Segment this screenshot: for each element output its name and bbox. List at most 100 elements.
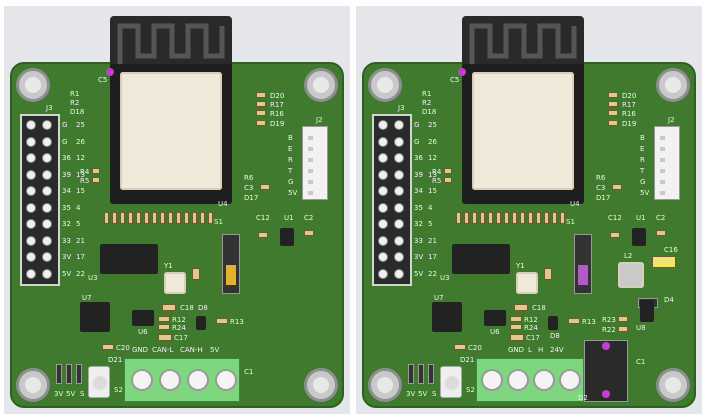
label-c18: C18 xyxy=(180,304,194,312)
header-pin-label-left: 39 xyxy=(414,170,423,179)
button-s2[interactable] xyxy=(88,366,110,398)
label-s1: S1 xyxy=(214,218,223,226)
label-c12: C12 xyxy=(608,214,622,222)
label-r22: R22 xyxy=(602,326,616,334)
resistor-array-element xyxy=(520,212,525,224)
header-pin-label-right: 21 xyxy=(76,236,85,245)
connector-j2 xyxy=(302,126,328,200)
capacitor-c18 xyxy=(514,304,528,311)
button-s2[interactable] xyxy=(440,366,462,398)
header-pin xyxy=(26,136,36,147)
header-pin-label-left: G xyxy=(414,121,420,129)
label-r13: R13 xyxy=(230,318,244,326)
capacitor-c18 xyxy=(162,304,176,311)
screw-4[interactable] xyxy=(559,369,581,391)
j2-pin-label: G xyxy=(288,178,294,186)
resistor-array-element xyxy=(528,212,533,224)
header-pin xyxy=(378,169,388,180)
label-r17: R17 xyxy=(270,101,284,109)
transistor-q xyxy=(548,316,558,330)
label-c18: C18 xyxy=(532,304,546,312)
j2-pin xyxy=(660,136,665,140)
d2-pad-marker-bottom xyxy=(602,390,610,398)
label-u1: U1 xyxy=(284,214,294,222)
resistor-r17 xyxy=(608,101,618,107)
header-pin-label-right: 26 xyxy=(428,137,437,146)
header-pin xyxy=(378,120,388,130)
label-c20: C20 xyxy=(468,344,482,352)
screw-3[interactable] xyxy=(187,369,209,391)
ic-u7 xyxy=(80,302,110,332)
resistor-array-element xyxy=(464,212,469,224)
label-d18: D18 xyxy=(422,108,437,116)
j2-pin-label: B xyxy=(288,134,293,142)
label-r2: R2 xyxy=(70,99,80,107)
resistor-array-element xyxy=(104,212,109,224)
label-u6: U6 xyxy=(138,328,148,336)
resistor-r16 xyxy=(608,110,618,116)
antenna-trace-icon xyxy=(469,23,577,66)
header-pin xyxy=(42,153,52,163)
screw-1[interactable] xyxy=(131,369,153,391)
term-label-canl: CAN-L xyxy=(152,346,174,354)
header-pin xyxy=(394,235,404,246)
label-d20: D20 xyxy=(622,92,637,100)
header-pin-label-left: 34 xyxy=(414,187,423,195)
resistor-r16 xyxy=(256,110,266,116)
antenna-area xyxy=(462,16,584,72)
header-pin xyxy=(378,268,388,279)
screw-1[interactable] xyxy=(481,369,503,391)
mount-hole-top-right xyxy=(304,68,338,102)
label-r16: R16 xyxy=(270,110,284,118)
resistor-array-element xyxy=(208,212,213,224)
header-pin xyxy=(42,136,52,147)
label-c17: C17 xyxy=(174,334,188,342)
label-bottom-5v: 5V xyxy=(418,390,428,398)
label-c20: C20 xyxy=(116,344,130,352)
header-pin xyxy=(26,252,36,262)
header-pin xyxy=(42,169,52,180)
header-pin xyxy=(394,186,404,196)
label-r6: R6 xyxy=(596,174,606,182)
header-pin-label-right: 15 xyxy=(428,187,437,195)
header-pin-label-right: 17 xyxy=(428,253,437,261)
screw-4[interactable] xyxy=(215,369,237,391)
header-pin-label-left: 34 xyxy=(62,187,71,195)
label-c12: C12 xyxy=(256,214,270,222)
screw-2[interactable] xyxy=(507,369,529,391)
switch-s1 xyxy=(574,234,592,294)
label-r5: R5 xyxy=(80,177,90,185)
label-l2: L2 xyxy=(624,252,633,260)
screw-3[interactable] xyxy=(533,369,555,391)
label-d19: D19 xyxy=(270,120,285,128)
header-pin-label-right: 26 xyxy=(76,137,85,146)
header-pin xyxy=(394,169,404,180)
header-pin xyxy=(378,235,388,246)
screw-2[interactable] xyxy=(159,369,181,391)
resistor-array-element xyxy=(536,212,541,224)
resistor-array-element xyxy=(184,212,189,224)
label-r12: R12 xyxy=(172,316,186,324)
header-pin-label-left: 5V xyxy=(414,269,424,278)
header-pin-label-right: 25 xyxy=(76,121,85,129)
header-pin xyxy=(394,136,404,147)
j2-pin xyxy=(308,158,313,162)
header-pin-label-left: 3V xyxy=(414,253,424,261)
j2-pin xyxy=(660,147,665,151)
j2-pin xyxy=(308,147,313,151)
label-y1: Y1 xyxy=(516,262,525,270)
label-c2: C2 xyxy=(656,214,666,222)
j2-pin xyxy=(660,158,665,162)
mount-hole-top-left xyxy=(16,68,50,102)
label-j2: J2 xyxy=(316,116,323,124)
label-u6: U6 xyxy=(490,328,500,336)
j2-pin xyxy=(660,169,665,173)
label-r4: R4 xyxy=(80,168,90,176)
header-pin-label-right: 13 xyxy=(76,170,85,179)
label-u3: U3 xyxy=(88,274,98,282)
j2-pin-label: T xyxy=(288,167,293,175)
regulator-u1 xyxy=(632,228,646,246)
label-u4: U4 xyxy=(218,200,228,208)
label-d21: D21 xyxy=(460,356,475,364)
